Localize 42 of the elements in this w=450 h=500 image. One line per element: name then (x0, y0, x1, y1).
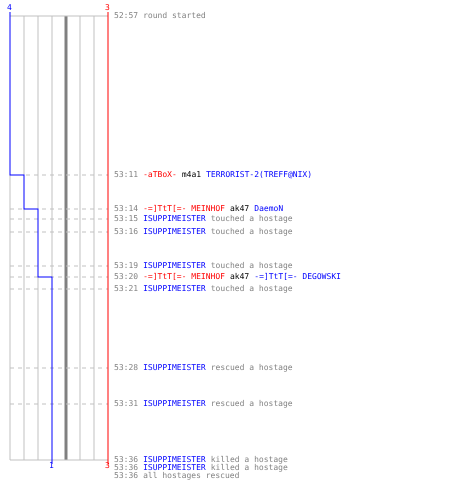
player-name: ISUPPIMEISTER (143, 456, 206, 464)
event-text: touched a hostage (210, 285, 293, 293)
timestamp: 53:14 (114, 205, 138, 213)
timestamp: 53:11 (114, 171, 138, 179)
player-name: DaemoN (254, 205, 284, 213)
event-text: rescued a hostage (210, 364, 293, 372)
event-text: all hostages rescued (143, 472, 240, 480)
event-text: touched a hostage (210, 215, 293, 223)
player-name: -=]TtT[=- MEINHOF (143, 273, 225, 281)
event-text: touched a hostage (210, 262, 293, 270)
event-text: round started (143, 12, 206, 20)
player-name: ISUPPIMEISTER (143, 400, 206, 408)
event-text: killed a hostage (210, 464, 288, 472)
timestamp: 53:20 (114, 273, 138, 281)
timestamp: 53:15 (114, 215, 138, 223)
weapon-name: ak47 (230, 273, 250, 281)
player-name: TERRORIST-2(TREFF@NIX) (206, 171, 312, 179)
player-name: ISUPPIMEISTER (143, 464, 206, 472)
player-name: -=]TtT[=- DEGOWSKI (254, 273, 341, 281)
event-text: rescued a hostage (210, 400, 293, 408)
weapon-name: ak47 (230, 205, 250, 213)
timestamp: 53:16 (114, 228, 138, 236)
player-name: ISUPPIMEISTER (143, 364, 206, 372)
timestamp: 53:36 (114, 456, 138, 464)
timestamp: 53:19 (114, 262, 138, 270)
timestamp: 52:57 (114, 12, 138, 20)
timestamp: 53:36 (114, 472, 138, 480)
event-text: touched a hostage (210, 228, 293, 236)
count-number: 3 (105, 4, 110, 12)
weapon-name: m4a1 (182, 171, 202, 179)
count-number: 4 (7, 4, 12, 12)
timestamp: 53:28 (114, 364, 138, 372)
player-name: ISUPPIMEISTER (143, 215, 206, 223)
player-name: ISUPPIMEISTER (143, 228, 206, 236)
player-name: ISUPPIMEISTER (143, 285, 206, 293)
player-name: ISUPPIMEISTER (143, 262, 206, 270)
timestamp: 53:21 (114, 285, 138, 293)
timestamp: 53:31 (114, 400, 138, 408)
player-name: -=]TtT[=- MEINHOF (143, 205, 225, 213)
timestamp: 53:36 (114, 464, 138, 472)
player-name: -aTBoX- (143, 171, 177, 179)
event-text: killed a hostage (210, 456, 288, 464)
